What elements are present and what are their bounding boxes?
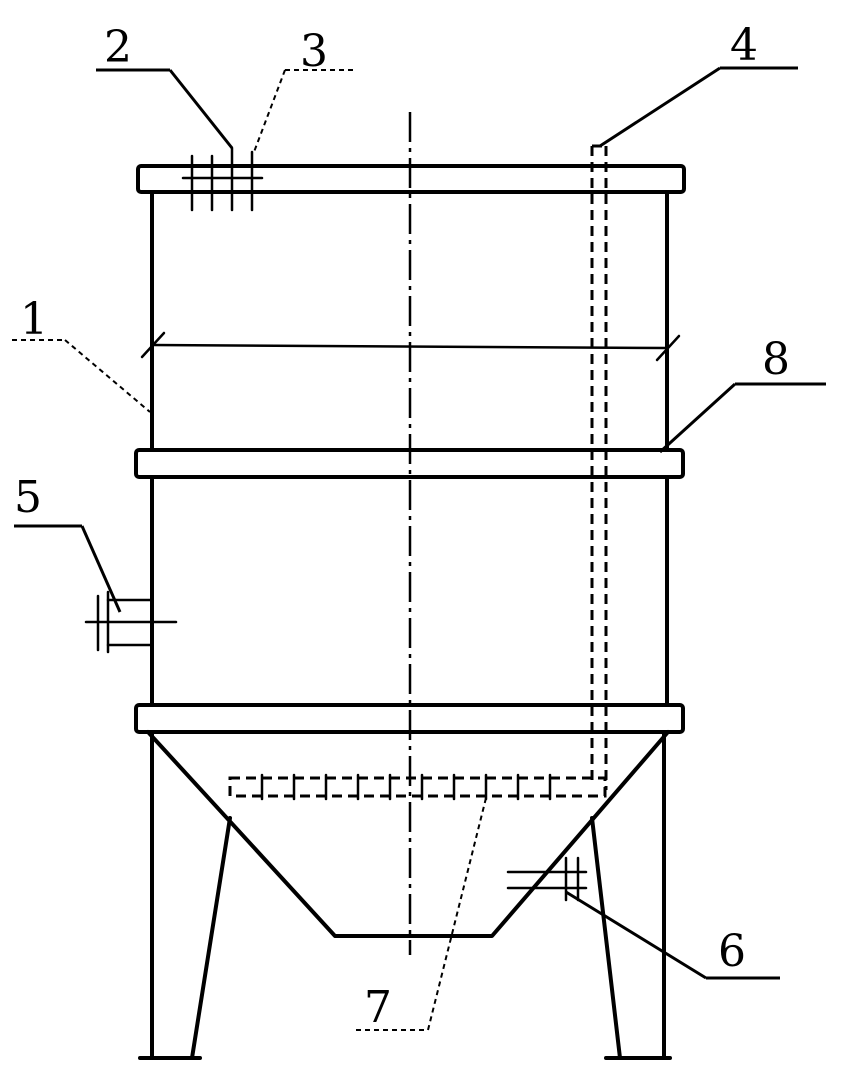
distributor bbox=[228, 773, 607, 801]
label-4: 4 bbox=[730, 20, 758, 71]
label-6: 6 bbox=[718, 926, 746, 977]
internal-pipe bbox=[590, 144, 608, 790]
leader-lines bbox=[12, 66, 826, 1031]
label-1: 1 bbox=[20, 294, 48, 345]
conical-bottom bbox=[146, 730, 670, 938]
label-7: 7 bbox=[364, 982, 392, 1033]
side-nozzle bbox=[84, 590, 178, 654]
support-legs bbox=[138, 730, 672, 1060]
label-8: 8 bbox=[762, 334, 790, 385]
label-3: 3 bbox=[300, 26, 328, 77]
top-nozzles bbox=[181, 146, 264, 212]
bottom-nozzle bbox=[506, 856, 588, 902]
label-5: 5 bbox=[14, 472, 42, 523]
label-2: 2 bbox=[104, 22, 132, 73]
